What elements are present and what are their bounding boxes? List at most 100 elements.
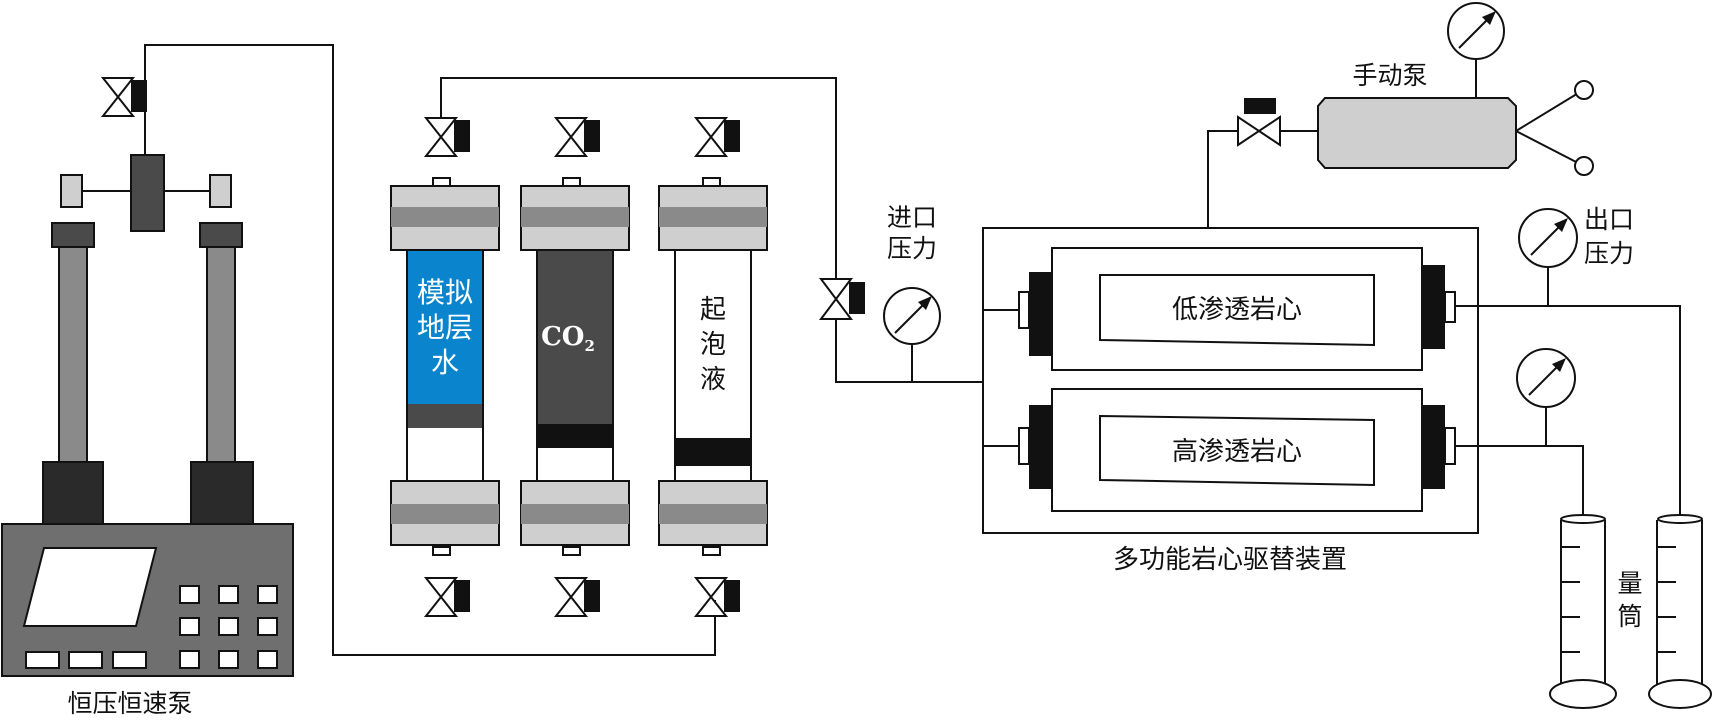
valve-icon bbox=[693, 577, 729, 617]
high-perm-core bbox=[1099, 414, 1375, 487]
foam-label-line2: 泡 bbox=[700, 330, 726, 360]
pump-top-block bbox=[130, 154, 165, 232]
keypad-key bbox=[179, 585, 200, 604]
pump-left-sensor bbox=[60, 174, 83, 208]
cap-bottom-band bbox=[521, 504, 629, 524]
foam-label-line1: 起 bbox=[700, 295, 726, 325]
constant-pressure-pump: 恒压恒速泵 bbox=[1, 154, 294, 718]
pipe-pump-top bbox=[144, 44, 716, 656]
nozzle bbox=[432, 546, 451, 556]
core-holder-left-port bbox=[1018, 291, 1030, 329]
cylinder-label-1: 量 bbox=[1617, 569, 1642, 598]
nozzle bbox=[702, 546, 721, 556]
valve-actuator bbox=[849, 282, 865, 314]
nozzle bbox=[702, 177, 721, 187]
cap-top-band bbox=[391, 207, 499, 227]
valve-foam-bottom bbox=[693, 577, 740, 617]
keypad-key bbox=[218, 650, 239, 669]
pump-label: 恒压恒速泵 bbox=[67, 689, 192, 718]
co2-label: CO2 bbox=[541, 322, 595, 355]
valve-pump-top bbox=[100, 77, 147, 117]
core-displacement-device: 低渗透岩心 高渗透岩心 多功能岩心驱替装置 bbox=[982, 227, 1479, 575]
core-holder-right-end bbox=[1422, 265, 1445, 349]
valve-actuator bbox=[1244, 98, 1276, 114]
nozzle bbox=[562, 177, 581, 187]
valve-icon bbox=[693, 117, 729, 157]
pump-right-column bbox=[206, 246, 236, 463]
pipe-to-hand-pump bbox=[1207, 130, 1238, 228]
co2-label-main: CO bbox=[541, 322, 584, 352]
pipe-low-core-out bbox=[1453, 305, 1681, 548]
keypad-key bbox=[257, 617, 278, 636]
low-perm-core-holder: 低渗透岩心 bbox=[1018, 247, 1456, 371]
measuring-cylinder-left bbox=[1549, 514, 1617, 709]
pump-left-base bbox=[42, 461, 104, 525]
pump-display bbox=[22, 547, 158, 627]
valve-actuator bbox=[724, 580, 740, 612]
cylinder-water: 模拟 地层 水 bbox=[390, 177, 500, 556]
pump-right-base bbox=[190, 461, 254, 525]
keypad-key bbox=[179, 650, 200, 669]
core-holder-left-end bbox=[1029, 405, 1052, 489]
valve-actuator bbox=[584, 580, 600, 612]
inlet-pressure-label-1: 进口 bbox=[887, 203, 937, 232]
pump-button-1 bbox=[25, 651, 60, 669]
hand-pump-label: 手动泵 bbox=[1352, 61, 1427, 90]
valve-co2-bottom bbox=[553, 577, 600, 617]
valve-actuator bbox=[584, 120, 600, 152]
inlet-pressure-gauge: 进口 压力 bbox=[883, 203, 941, 345]
hand-pump-handle-lower bbox=[1515, 130, 1581, 165]
water-fill bbox=[407, 250, 483, 404]
valve-actuator bbox=[454, 120, 470, 152]
valve-water-top bbox=[423, 117, 470, 157]
piston bbox=[407, 404, 483, 428]
outlet-pressure-gauge-high bbox=[1516, 348, 1576, 408]
outlet-pressure-gauge-low: 出口 压力 bbox=[1518, 205, 1634, 268]
piston bbox=[537, 424, 613, 448]
cylinder-base bbox=[1648, 679, 1712, 709]
valve-actuator bbox=[454, 580, 470, 612]
graduated-cylinder-icon bbox=[1656, 520, 1703, 687]
keypad-key bbox=[257, 650, 278, 669]
core-holder-left-end bbox=[1029, 272, 1052, 356]
valve-icon bbox=[1237, 115, 1281, 147]
core-holder-right-end bbox=[1422, 405, 1445, 489]
valve-foam-top bbox=[693, 117, 740, 157]
cap-top-band bbox=[521, 207, 629, 227]
gauge-needle-tip bbox=[1552, 358, 1566, 372]
keypad-key bbox=[257, 585, 278, 604]
valves bbox=[100, 77, 1281, 617]
valve-icon bbox=[423, 577, 459, 617]
valve-inlet bbox=[819, 278, 865, 320]
cylinder-rim bbox=[1560, 514, 1606, 524]
gauge-needle-tip bbox=[1482, 11, 1496, 25]
hand-pump-body bbox=[1317, 97, 1517, 169]
piston bbox=[675, 438, 751, 466]
gauge-needle-tip bbox=[1554, 218, 1568, 232]
valve-icon bbox=[100, 77, 136, 117]
low-perm-core bbox=[1099, 274, 1375, 347]
valve-icon bbox=[819, 278, 853, 320]
pipe-to-inlet bbox=[835, 320, 983, 383]
pump-right-cap bbox=[199, 222, 243, 248]
pump-button-3 bbox=[112, 651, 147, 669]
pump-right-sensor bbox=[209, 174, 232, 208]
valve-water-bottom bbox=[423, 577, 470, 617]
cylinder-co2: CO2 bbox=[520, 177, 630, 556]
keypad-key bbox=[218, 617, 239, 636]
core-holder-right-port bbox=[1444, 427, 1456, 465]
pump-button-2 bbox=[68, 651, 103, 669]
cap-bottom-band bbox=[391, 504, 499, 524]
cap-bottom-band bbox=[659, 504, 767, 524]
keypad-key bbox=[179, 617, 200, 636]
co2-fill bbox=[537, 250, 613, 424]
outlet-pressure-label-1: 出口 bbox=[1584, 205, 1634, 234]
hand-pump-knob-lower bbox=[1574, 156, 1594, 176]
valve-icon bbox=[553, 117, 589, 157]
water-label-line1: 模拟 bbox=[417, 276, 473, 309]
core-holder-right-port bbox=[1444, 291, 1456, 323]
gauge-needle-tip bbox=[918, 296, 932, 310]
valve-icon bbox=[423, 117, 459, 157]
cap-top-band bbox=[659, 207, 767, 227]
